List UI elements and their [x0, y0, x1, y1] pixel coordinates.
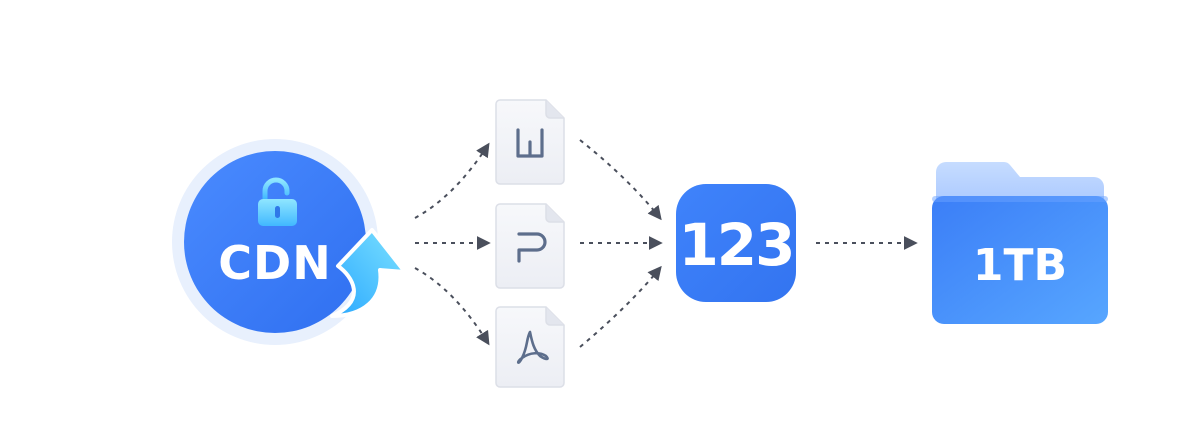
word-file-icon [495, 99, 565, 185]
app-123-icon: 123 [676, 184, 796, 302]
cdn-label: CDN [218, 236, 331, 290]
unlocked-padlock-icon [258, 177, 297, 226]
arrow-pdf-to-app [579, 265, 662, 348]
powerpoint-file-icon [495, 203, 565, 289]
pdf-file-icon [495, 306, 565, 388]
arrow-cdn-to-word [414, 142, 490, 219]
upload-arrow-icon [330, 228, 407, 318]
cdn-circle [184, 151, 366, 333]
folder-icon: 1TB [932, 162, 1108, 324]
arrow-cdn-to-pdf [414, 267, 490, 346]
app-label: 123 [678, 211, 793, 279]
cdn-node: CDN [172, 139, 407, 345]
arrow-word-to-app [579, 139, 662, 221]
storage-label: 1TB [973, 240, 1067, 291]
